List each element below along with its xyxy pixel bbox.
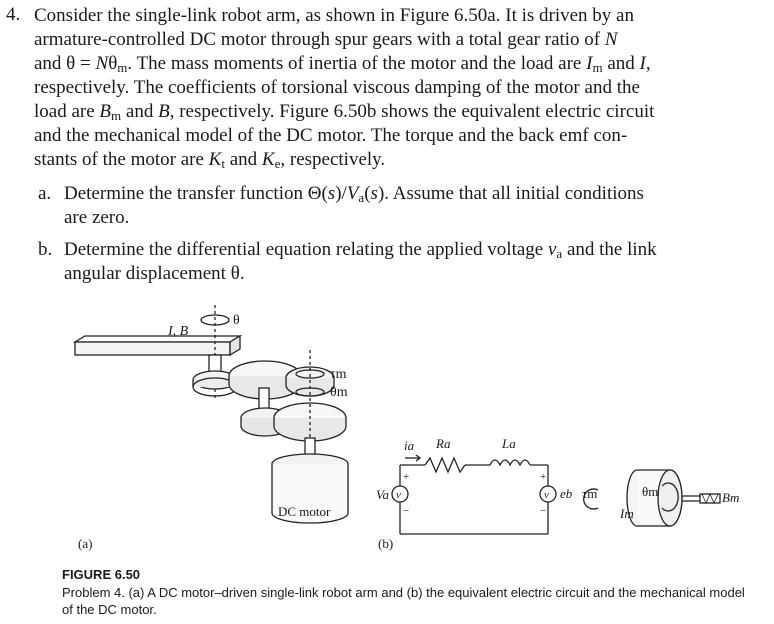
circuit-drawing [391,454,721,535]
label-plus-left: + [403,471,409,483]
label-theta: θ [233,313,240,328]
part-b-line-2: angular displacement θ. [64,263,245,284]
part-a-line-1: Determine the transfer function Θ(s)/Va(… [64,183,644,205]
label-load-inertia: I, B [167,324,189,339]
label-va: Va [376,487,390,502]
figure-6-50: I, B θ τm θm DC motor (a) ia Ra La Va v … [72,305,739,551]
label-minus-left: − [403,505,409,517]
label-dc-motor: DC motor [278,504,331,519]
part-b-line-1: Determine the differential equation rela… [64,239,657,261]
label-plus-right: + [540,471,546,483]
label-tau-m-b: τm [582,486,597,501]
stem-line-6: and the mechanical model of the DC motor… [34,125,628,146]
stem-line-7: stants of the motor are Kt and Ke, respe… [34,149,386,171]
label-panel-a: (a) [78,536,92,551]
label-motor-v: v [544,489,549,501]
label-panel-b: (b) [378,536,393,551]
part-a-label: a. [38,183,52,204]
stem-line-2: armature-controlled DC motor through spu… [34,29,618,50]
label-theta-m-b: θm [642,484,658,499]
figure-title: FIGURE 6.50 [62,567,141,582]
label-Ra: Ra [435,436,451,451]
stem-line-1: Consider the single-link robot arm, as s… [34,5,634,26]
label-minus-right: − [540,505,546,517]
stem-line-3: and θ = Nθm. The mass moments of inertia… [34,53,651,75]
label-source-v: v [396,489,401,501]
label-Im: Im [619,506,634,521]
problem-number: 4. [6,4,21,25]
label-tau-m: τm [330,367,347,382]
part-a-line-2: are zero. [64,207,130,228]
label-theta-m: θm [330,385,348,400]
part-b-label: b. [38,239,53,260]
label-ia: ia [404,438,415,453]
label-La: La [501,436,516,451]
robot-arm-drawing [72,305,349,524]
label-eb: eb [560,486,573,501]
figure-caption: Problem 4. (a) A DC motor–driven single-… [62,585,745,617]
stem-line-5: load are Bm and B, respectively. Figure … [34,101,655,123]
stem-line-4: respectively. The coefficients of torsio… [34,77,640,98]
label-Bm: Bm [722,490,739,505]
